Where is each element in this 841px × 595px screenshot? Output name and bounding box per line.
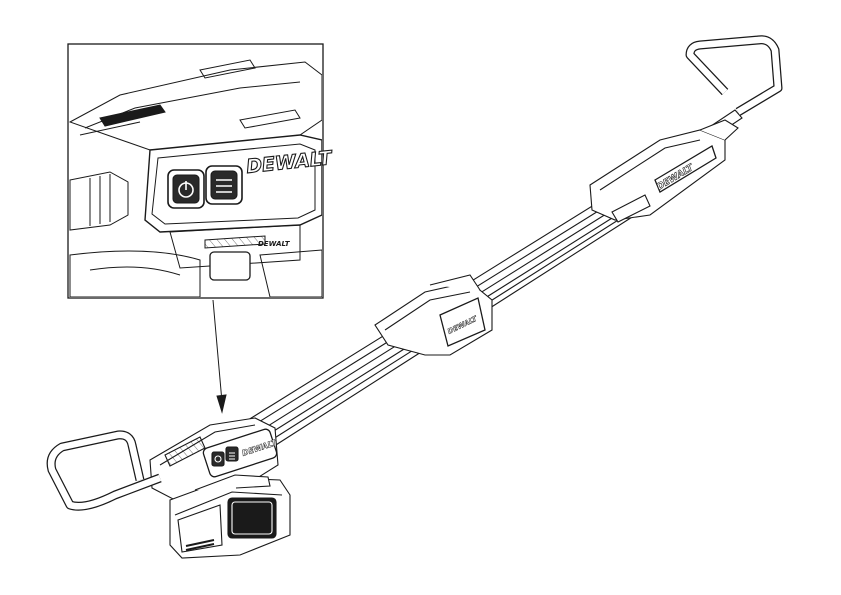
battery-pack bbox=[169, 474, 291, 559]
inset-small-badge: DEWALT bbox=[258, 240, 291, 248]
top-handle bbox=[685, 35, 783, 116]
inset-detail: DEWALT DEWALT bbox=[67, 43, 335, 299]
middle-clamp bbox=[374, 274, 493, 356]
arrow-pointer bbox=[212, 299, 227, 414]
upper-clamp bbox=[589, 119, 739, 223]
